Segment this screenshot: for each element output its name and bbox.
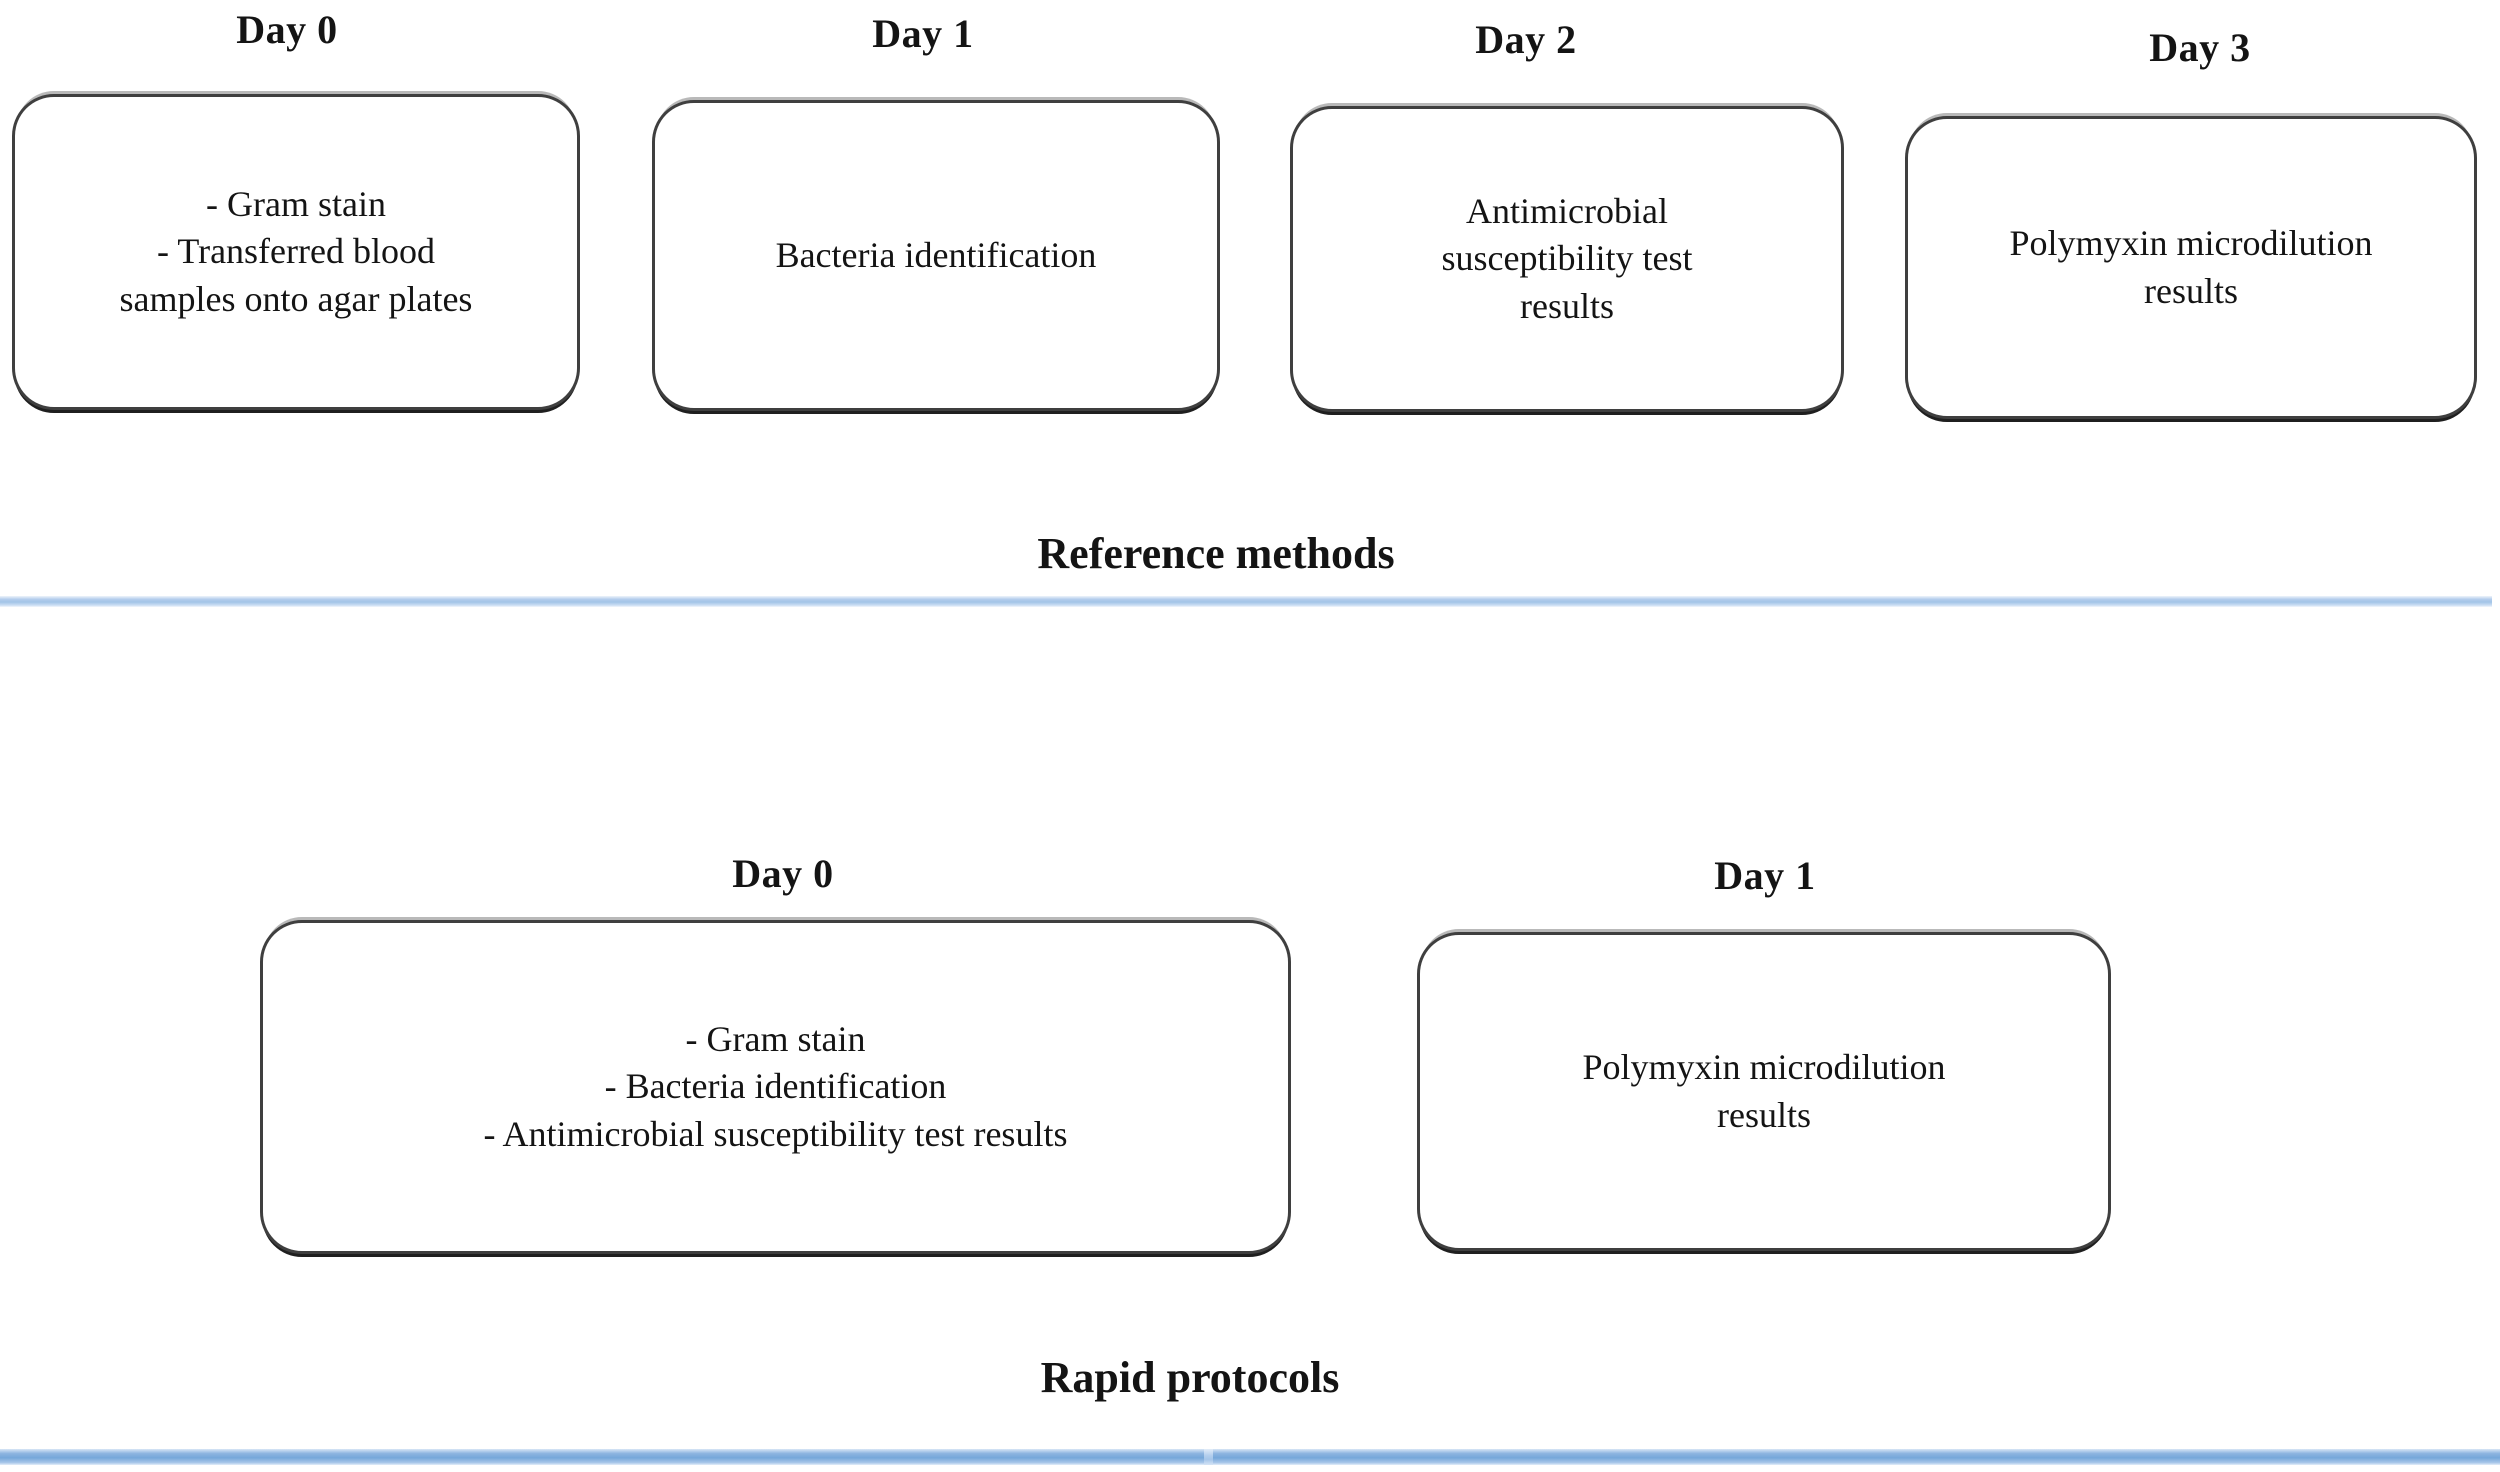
rapid-day1-box: Polymyxin microdilution results bbox=[1417, 932, 2111, 1251]
reference-day0-box: - Gram stain - Transferred blood samples… bbox=[12, 94, 580, 410]
reference-day1-box: Bacteria identification bbox=[652, 100, 1220, 411]
box-text-line: - Gram stain bbox=[206, 183, 386, 224]
reference-day1-heading: Day 1 bbox=[872, 11, 974, 56]
box-text-line: - Bacteria identification bbox=[604, 1066, 947, 1107]
rapid-divider-notch bbox=[1204, 1449, 1213, 1465]
reference-day3-text: Polymyxin microdilution results bbox=[2000, 220, 2382, 315]
rapid-day1-heading: Day 1 bbox=[1714, 853, 1816, 898]
reference-methods-label: Reference methods bbox=[1037, 529, 1395, 578]
box-text-line: Polymyxin microdilution results bbox=[2009, 222, 2373, 311]
reference-day2-box: Antimicrobial susceptibility test result… bbox=[1290, 106, 1844, 412]
box-text-line: - Antimicrobial susceptibility test resu… bbox=[483, 1113, 1068, 1154]
box-text-line: - Gram stain bbox=[685, 1018, 866, 1059]
rapid-day0-box: - Gram stain - Bacteria identification -… bbox=[260, 920, 1291, 1254]
box-text-line: Antimicrobial susceptibility test result… bbox=[1441, 190, 1693, 326]
box-text-line: Bacteria identification bbox=[775, 234, 1097, 275]
reference-day1-text: Bacteria identification bbox=[696, 232, 1176, 280]
box-text-line: - Transferred blood samples onto agar pl… bbox=[119, 231, 473, 319]
rapid-protocols-label: Rapid protocols bbox=[1040, 1353, 1340, 1402]
rapid-divider-line bbox=[0, 1449, 2500, 1465]
rapid-day0-heading: Day 0 bbox=[732, 851, 834, 896]
reference-day0-heading: Day 0 bbox=[236, 7, 338, 52]
rapid-day1-text: Polymyxin microdilution results bbox=[1571, 1044, 1957, 1139]
rapid-day0-text: - Gram stain - Bacteria identification -… bbox=[306, 1016, 1246, 1159]
reference-divider-line bbox=[0, 596, 2492, 607]
box-text-line: Polymyxin microdilution results bbox=[1582, 1046, 1946, 1135]
reference-day0-text: - Gram stain - Transferred blood samples… bbox=[111, 181, 481, 324]
reference-day3-heading: Day 3 bbox=[2149, 25, 2251, 70]
reference-day3-box: Polymyxin microdilution results bbox=[1905, 116, 2477, 419]
reference-day2-heading: Day 2 bbox=[1475, 17, 1577, 62]
reference-day2-text: Antimicrobial susceptibility test result… bbox=[1411, 188, 1723, 331]
